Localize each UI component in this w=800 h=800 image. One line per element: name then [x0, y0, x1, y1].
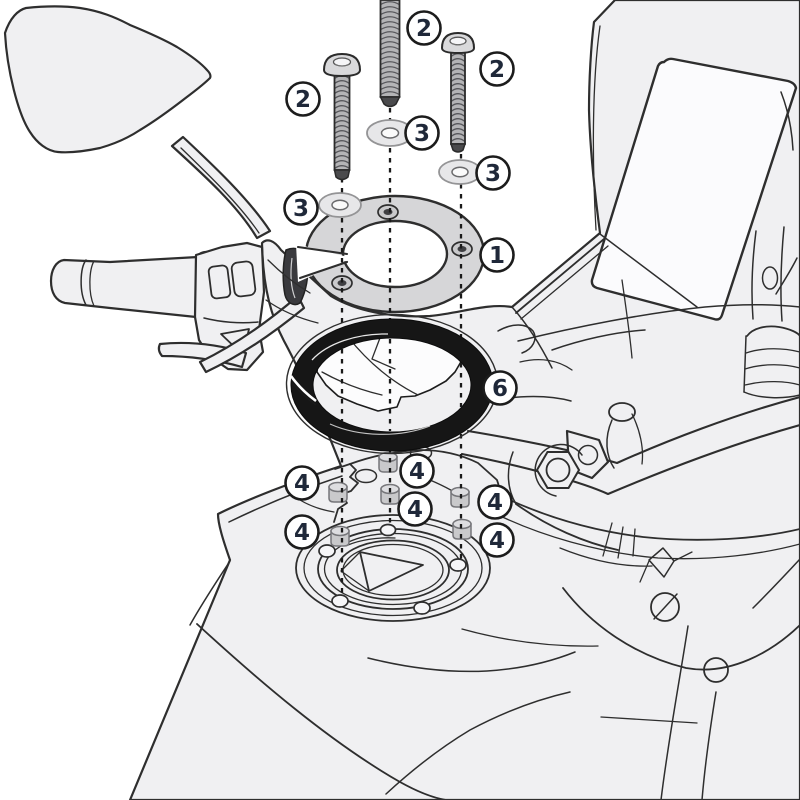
- spacer: [378, 451, 398, 473]
- flange-screw-holes: [331, 204, 473, 291]
- spacer: [328, 481, 348, 503]
- frame-lines: [461, 489, 800, 800]
- callout-part-1: 1: [479, 237, 515, 273]
- callout-part-4: 4: [397, 491, 433, 527]
- callout-part-4: 4: [284, 465, 320, 501]
- svg-text:4: 4: [294, 471, 310, 497]
- svg-text:3: 3: [414, 121, 430, 147]
- washer: [438, 159, 482, 185]
- screws: [322, 0, 476, 181]
- clutch-lever: [198, 294, 306, 374]
- mirror: [3, 5, 212, 154]
- callout-part-4: 4: [284, 514, 320, 550]
- callout-part-3: 3: [475, 155, 511, 191]
- callout-part-4: 4: [477, 484, 513, 520]
- svg-text:4: 4: [409, 459, 425, 485]
- svg-text:2: 2: [489, 57, 505, 83]
- svg-text:3: 3: [485, 161, 501, 187]
- dashed-through-ring: [340, 339, 463, 431]
- mounting-flange: [296, 194, 486, 314]
- callouts-layer: 2 2 2 3 3 3 1 6 4 4 4 4 4 4: [283, 10, 518, 558]
- callout-part-4: 4: [399, 453, 435, 489]
- brake-reservoir: [743, 325, 800, 399]
- svg-text:6: 6: [492, 376, 508, 402]
- callout-part-3: 3: [404, 115, 440, 151]
- handlebar-grip: [49, 255, 200, 319]
- switch-buttons: [207, 260, 257, 300]
- fuel-cap: [295, 514, 491, 622]
- svg-text:4: 4: [489, 528, 505, 554]
- screw-long: [322, 52, 362, 181]
- callout-part-6: 6: [482, 370, 518, 406]
- svg-text:4: 4: [294, 520, 310, 546]
- svg-text:2: 2: [295, 87, 311, 113]
- screw-long: [440, 31, 476, 153]
- fairing-lines: [497, 226, 800, 371]
- svg-text:1: 1: [489, 243, 505, 269]
- spacer: [380, 483, 400, 505]
- svg-text:4: 4: [407, 497, 423, 523]
- screen-panel: [590, 57, 798, 321]
- svg-text:3: 3: [293, 196, 309, 222]
- spacer: [330, 525, 350, 547]
- callout-part-3: 3: [283, 190, 319, 226]
- screw-long: [379, 0, 401, 108]
- triple-clamp: [488, 395, 619, 551]
- callout-part-4: 4: [479, 522, 515, 558]
- fuel-tank: [189, 475, 576, 800]
- svg-text:4: 4: [487, 490, 503, 516]
- hex-nut: [535, 451, 581, 489]
- washer: [318, 192, 362, 218]
- handlebar-tube: [460, 395, 800, 496]
- callout-part-2: 2: [479, 51, 515, 87]
- callout-part-2: 2: [406, 10, 442, 46]
- callout-part-2: 2: [285, 81, 321, 117]
- svg-text:2: 2: [416, 16, 432, 42]
